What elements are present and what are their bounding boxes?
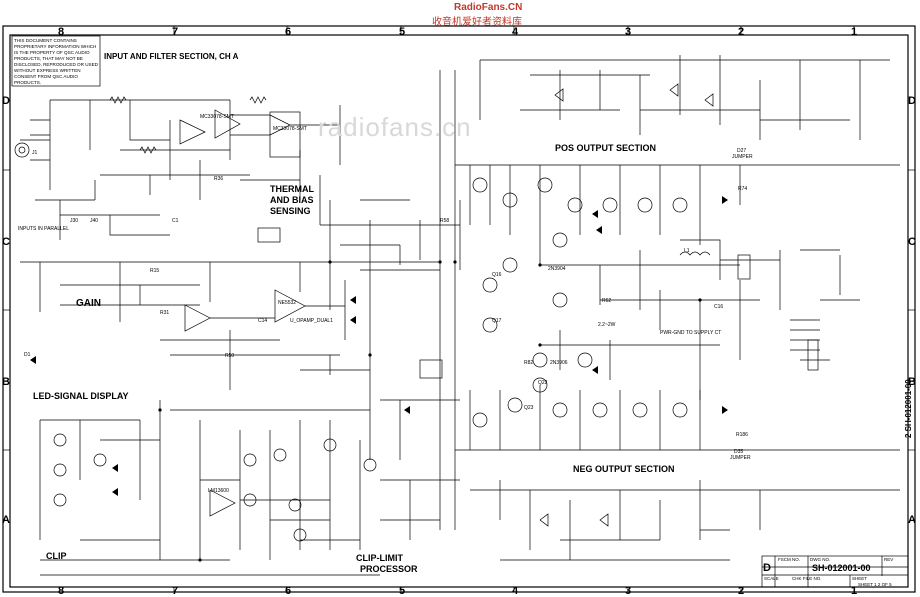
zone-col-3-bottom: 3 — [625, 585, 632, 597]
section-led-signal: LED-SIGNAL DISPLAY — [33, 391, 129, 401]
zone-col-2-bottom: 2 — [738, 585, 745, 597]
label-j40: J40 — [90, 218, 99, 224]
watermark-mid: radiofans.cn — [318, 112, 472, 142]
section-gain: GAIN — [76, 298, 101, 309]
section-input-filter: INPUT AND FILTER SECTION, CH A — [104, 52, 239, 61]
zone-col-6-bottom: 6 — [285, 585, 292, 597]
zone-col-1-bottom: 1 — [851, 585, 858, 597]
zone-row-b-right: B — [908, 376, 916, 388]
label-zener: 2.2~2W — [598, 322, 616, 328]
label-q23: Q23 — [524, 405, 534, 411]
label-c1: C1 — [172, 218, 179, 224]
label-r82: R82 — [524, 360, 534, 366]
label-ic-u11: MC33078-SMT — [273, 126, 307, 132]
zone-col-5-top: 5 — [399, 26, 406, 38]
label-supply: PWR-GND TO SUPPLY CT — [660, 330, 722, 336]
section-neg-output: NEG OUTPUT SECTION — [573, 464, 675, 474]
label-r186: R186 — [736, 432, 748, 438]
label-jumper-2: JUMPER — [730, 455, 751, 461]
zone-col-7-top: 7 — [172, 26, 179, 38]
label-ic-u12: MC33078-SMT — [200, 114, 234, 120]
zone-row-a-right: A — [908, 514, 916, 526]
zone-row-a-left: A — [2, 514, 10, 526]
label-c16: C16 — [714, 304, 724, 310]
zone-col-8-bottom: 8 — [58, 585, 65, 597]
label-l1: L1 — [684, 248, 690, 254]
section-clip-limit-1: CLIP-LIMIT — [356, 553, 403, 563]
label-inputs-parallel: INPUTS IN PARALLEL — [18, 226, 70, 232]
zone-col-5-bottom: 5 — [399, 585, 406, 597]
label-c14: C14 — [258, 318, 268, 324]
label-r36: R36 — [214, 176, 224, 182]
label-r31: R31 — [160, 310, 170, 316]
tb-drawing-number: SH-012001-00 — [812, 563, 871, 573]
tb-field-chk: CHK FILE NO. — [792, 576, 822, 581]
zone-col-6-top: 6 — [285, 26, 292, 38]
label-r15: R15 — [150, 268, 160, 274]
label-j1: J1 — [32, 150, 38, 156]
zone-row-d-left: D — [2, 95, 10, 107]
section-clip-limit-2: PROCESSOR — [360, 564, 418, 574]
tb-field-dwg: DWG NO. — [810, 557, 831, 562]
section-thermal-2: AND BIAS — [270, 195, 314, 205]
zone-col-4-bottom: 4 — [512, 585, 519, 597]
zone-col-4-top: 4 — [512, 26, 519, 38]
label-transistor-npn: 2N3904 — [548, 266, 566, 272]
zone-row-c-left: C — [2, 236, 10, 248]
section-pos-output: POS OUTPUT SECTION — [555, 143, 657, 153]
label-ic-u31: LM13600 — [208, 488, 229, 494]
section-thermal-3: SENSING — [270, 206, 311, 216]
tb-size: D — [763, 562, 771, 574]
zone-col-3-top: 3 — [625, 26, 632, 38]
label-j30: J30 — [70, 218, 79, 224]
watermark-site: RadioFans.CN — [454, 2, 523, 13]
tb-field-rev: REV — [884, 557, 894, 562]
proprietary-notice: THIS DOCUMENT CONTAINS PROPRIETARY INFOR… — [14, 38, 98, 85]
tb-sheet: SHEET 1 2 OF 5 — [858, 582, 892, 587]
label-r74: R74 — [738, 186, 748, 192]
label-d27: D27 — [737, 148, 747, 154]
tb-field-sheet: SHEET — [852, 576, 868, 581]
label-r58: R58 — [440, 218, 450, 224]
tb-field-fscm: FSCM NO. — [778, 557, 800, 562]
zone-row-c-right: C — [908, 236, 916, 248]
label-q17: Q17 — [492, 318, 502, 324]
label-q22: Q22 — [538, 380, 548, 386]
label-r62: R62 — [602, 298, 612, 304]
section-clip: CLIP — [46, 551, 67, 561]
label-transistor-pnp: 2N3906 — [550, 360, 568, 366]
label-r50: R50 — [225, 353, 235, 359]
zone-col-1-top: 1 — [851, 26, 858, 38]
label-ic-opamp-dual: U_OPAMP_DUAL1 — [290, 318, 333, 324]
zone-row-d-right: D — [908, 95, 916, 107]
zone-col-7-bottom: 7 — [172, 585, 179, 597]
label-d35: D35 — [734, 449, 744, 455]
section-thermal-1: THERMAL — [270, 184, 314, 194]
zone-row-b-left: B — [2, 376, 10, 388]
side-drawing-number: 2 SH-012001-00 — [904, 379, 913, 438]
zone-col-8-top: 8 — [58, 26, 65, 38]
label-ic-opamp: NE5532 — [278, 300, 297, 306]
tb-field-scale: SCALE — [764, 576, 779, 581]
label-jumper-1: JUMPER — [732, 154, 753, 160]
label-d1: D1 — [24, 352, 31, 358]
zone-col-2-top: 2 — [738, 26, 745, 38]
label-q16: Q16 — [492, 272, 502, 278]
watermark-cn: 收音机爱好者资料库 — [432, 17, 522, 28]
